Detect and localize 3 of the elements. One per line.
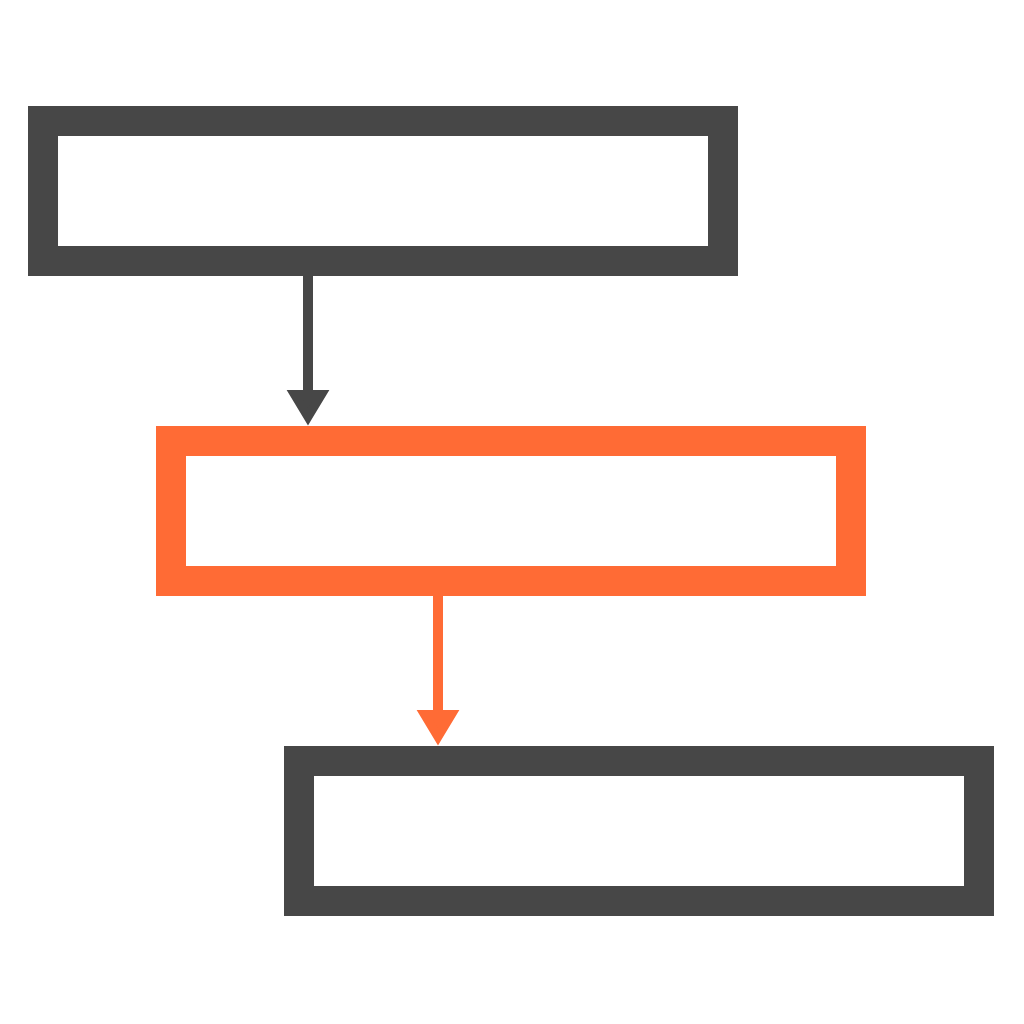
process-box	[28, 106, 738, 276]
process-box	[284, 746, 994, 916]
process-box	[156, 426, 866, 596]
